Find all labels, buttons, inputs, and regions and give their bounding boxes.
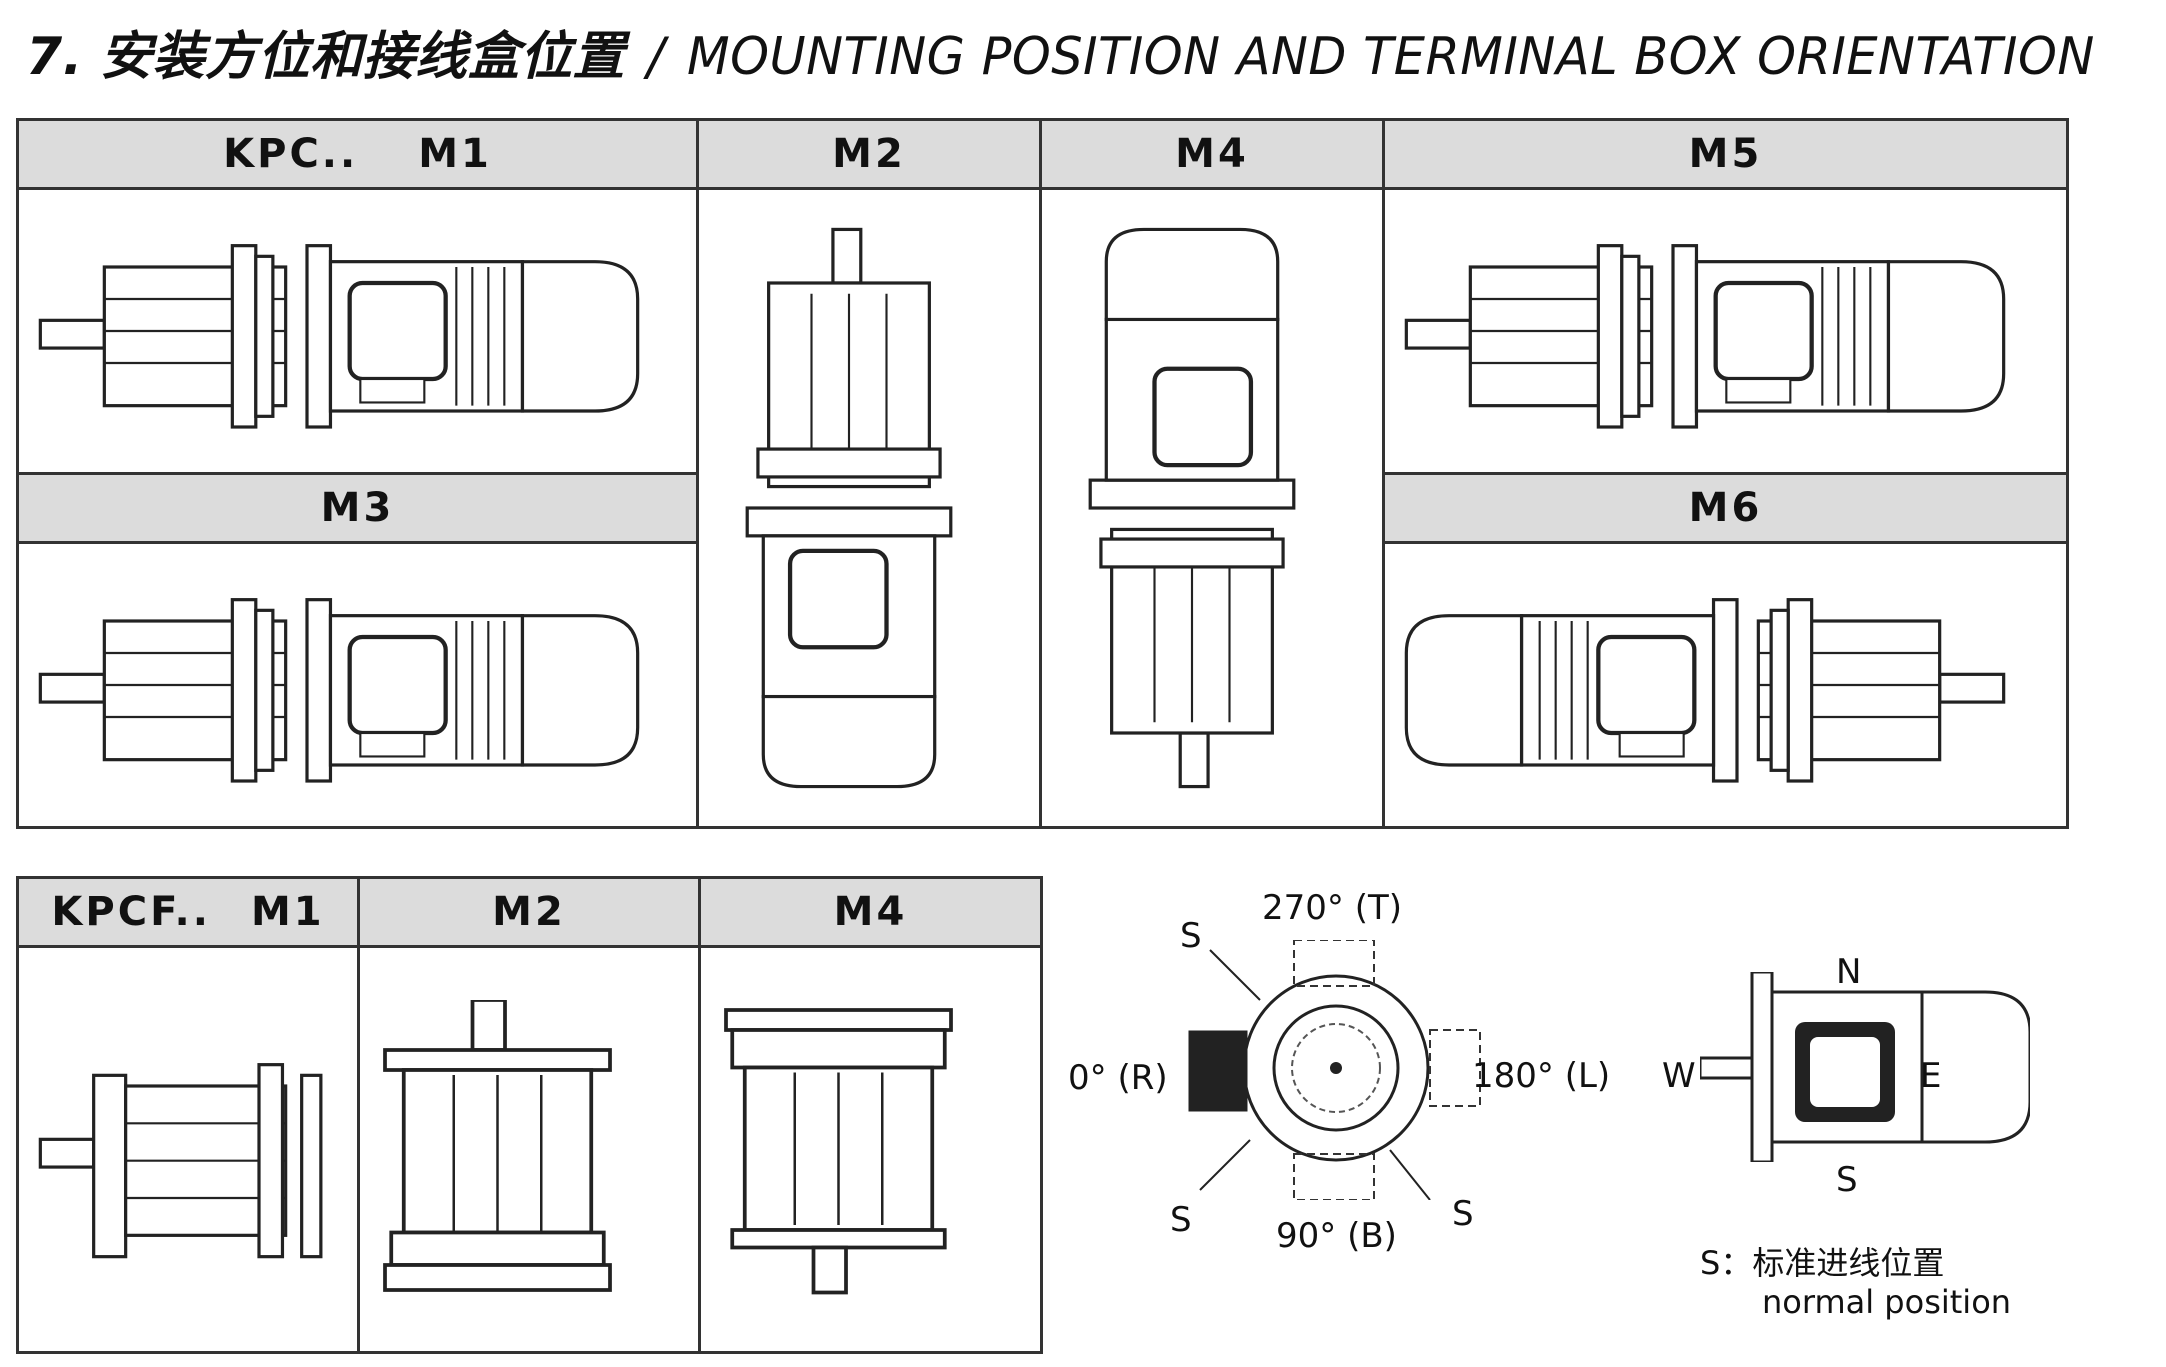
page-title: 7. 安装方位和接线盒位置 / MOUNTING POSITION AND TERM… (26, 14, 2166, 89)
title-chinese: 安装方位和接线盒位置 (99, 27, 625, 87)
title-separator: / (646, 27, 666, 87)
orientation-top-label: 270° (T) (1262, 888, 1403, 928)
kpcf-m4-drawing-cell (698, 945, 1043, 1354)
kpc-m1-header: KPC.. M1 (16, 118, 699, 190)
kpc-m3-header: M3 (16, 472, 699, 544)
orientation-s-mark-top: S (1180, 916, 1202, 956)
kpc-m4-motor-drawing (1042, 208, 1342, 808)
kpcf-m4-gearbox-drawing (724, 1007, 953, 1294)
title-number: 7. (26, 27, 83, 87)
kpcf-code: KPCF.. (51, 889, 211, 935)
kpcf-m1-label: M1 (250, 889, 325, 935)
kpcf-m2-header: M2 (357, 876, 701, 948)
kpc-m4-header: M4 (1039, 118, 1385, 190)
kpc-m1-motor-drawing (19, 211, 659, 451)
kpcf-m2-gearbox-drawing (383, 999, 612, 1292)
kpc-m1-drawing-cell (16, 187, 699, 475)
terminal-box-compass-drawing (1700, 972, 2030, 1162)
kpcf-m2-drawing-cell (357, 945, 701, 1354)
kpc-m6-motor-drawing (1385, 565, 2025, 805)
orientation-bottom-label: 90° (B) (1276, 1216, 1397, 1256)
kpc-m2-header: M2 (696, 118, 1042, 190)
kpc-m3-drawing-cell (16, 541, 699, 829)
compass-east-label: E (1920, 1056, 1942, 1096)
kpc-m2-motor-drawing (699, 208, 999, 808)
kpc-m5-header: M5 (1382, 118, 2069, 190)
kpc-m6-header: M6 (1382, 472, 2069, 544)
kpc-m2-drawing-cell (696, 187, 1042, 829)
compass-south-label: S (1836, 1160, 1858, 1200)
kpc-m3-motor-drawing (19, 565, 659, 805)
kpc-mounting-table: KPC.. M1 M2 M4 M5 M3 M6 (16, 118, 2069, 829)
kpc-m5-drawing-cell (1382, 187, 2069, 475)
kpc-code: KPC.. (223, 131, 359, 177)
compass-west-label: W (1662, 1056, 1696, 1096)
kpc-m6-drawing-cell (1382, 541, 2069, 829)
kpcf-m1-header: KPCF.. M1 (16, 876, 360, 948)
kpc-m1-label: M1 (418, 131, 492, 177)
legend-english: normal position (1762, 1283, 2012, 1321)
legend-chinese: S：标准进线位置 (1700, 1244, 1945, 1282)
kpcf-m1-drawing-cell (16, 945, 360, 1354)
kpcf-mounting-table: KPCF.. M1 M2 M4 (16, 876, 1043, 1354)
kpc-m5-motor-drawing (1385, 211, 2025, 451)
kpc-m4-drawing-cell (1039, 187, 1385, 829)
compass-north-label: N (1836, 952, 1862, 992)
orientation-s-mark-bottom-right: S (1452, 1194, 1474, 1234)
title-english: MOUNTING POSITION AND TERMINAL BOX ORIEN… (687, 27, 2095, 87)
orientation-s-mark-bottom-left: S (1170, 1200, 1192, 1240)
kpcf-m4-header: M4 (698, 876, 1043, 948)
terminal-box-orientation-drawing (1188, 940, 1481, 1200)
orientation-right-label: 180° (L) (1472, 1056, 1611, 1096)
orientation-left-label: 0° (R) (1068, 1058, 1168, 1098)
kpcf-m1-gearbox-drawing (38, 1062, 323, 1258)
